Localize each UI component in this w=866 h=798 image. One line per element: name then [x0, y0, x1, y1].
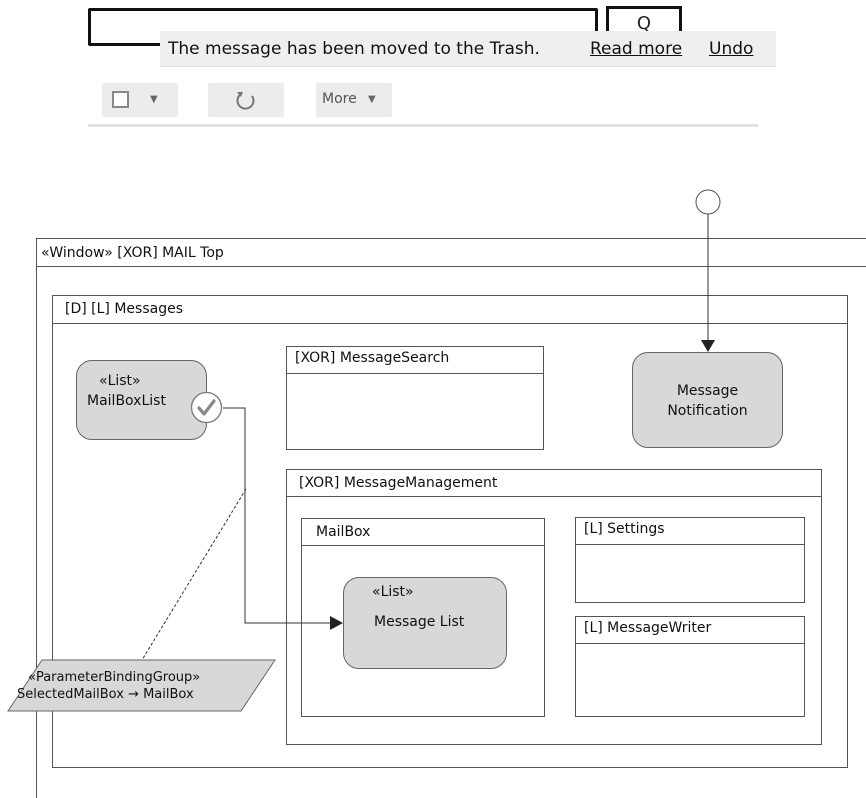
- settings-container: [L] Settings: [575, 517, 805, 603]
- messages-title-divider: [53, 323, 847, 324]
- message-writer-divider: [576, 643, 804, 644]
- settings-title: [L] Settings: [584, 521, 665, 537]
- message-search-divider: [287, 373, 543, 374]
- more-button[interactable]: More ▼: [316, 83, 392, 117]
- mailbox-list-stereotype: «List»: [99, 373, 141, 389]
- search-icon: Q: [636, 13, 652, 34]
- start-event-icon: [695, 189, 721, 215]
- chevron-down-icon: ▼: [150, 94, 158, 105]
- message-search-container: [XOR] MessageSearch: [286, 346, 544, 450]
- more-label: More: [322, 91, 357, 107]
- message-notification-line1: Message: [676, 383, 739, 399]
- message-writer-title: [L] MessageWriter: [584, 620, 712, 636]
- message-notification-component: Message Notification: [632, 352, 783, 448]
- notification-flow-arrowhead: [701, 340, 715, 352]
- window-container: «Window» [XOR] MAIL Top: [36, 238, 866, 798]
- message-notification-line2: Notification: [667, 403, 748, 419]
- refresh-icon: [236, 92, 255, 110]
- parameter-binding-shape: [7, 659, 276, 712]
- refresh-button[interactable]: [208, 83, 284, 117]
- message-list-component: «List» Message List: [343, 577, 507, 669]
- mailbox-title: MailBox: [316, 524, 371, 540]
- chevron-down-icon: ▼: [368, 94, 376, 105]
- navigation-flow-arrowhead: [330, 616, 343, 630]
- message-search-title: [XOR] MessageSearch: [295, 350, 450, 366]
- message-list-name: Message List: [374, 614, 465, 630]
- toolbar-divider: [88, 124, 758, 127]
- messages-title: [D] [L] Messages: [65, 301, 183, 317]
- parameter-binding-mapping: SelectedMailBox → MailBox: [17, 687, 194, 702]
- trash-notification: The message has been moved to the Trash.…: [160, 31, 776, 67]
- window-title-divider: [37, 266, 866, 267]
- parameter-binding-stereotype: «ParameterBindingGroup»: [28, 670, 201, 685]
- binding-association: [141, 488, 247, 661]
- message-management-divider: [287, 496, 821, 497]
- select-dropdown-button[interactable]: ▼: [102, 83, 178, 117]
- message-list-stereotype: «List»: [372, 584, 414, 600]
- undo-link[interactable]: Undo: [709, 39, 754, 59]
- mailbox-list-component: «List» MailBoxList: [76, 360, 207, 440]
- settings-divider: [576, 544, 804, 545]
- navigation-flow: [223, 407, 330, 624]
- read-more-link[interactable]: Read more: [590, 39, 683, 59]
- selection-event-icon: [190, 391, 223, 424]
- select-all-checkbox[interactable]: [112, 91, 129, 108]
- parameter-binding-group: «ParameterBindingGroup» SelectedMailBox …: [14, 669, 264, 703]
- message-management-title: [XOR] MessageManagement: [299, 475, 498, 491]
- message-writer-container: [L] MessageWriter: [575, 616, 805, 717]
- notification-message: The message has been moved to the Trash.: [168, 39, 540, 59]
- window-title: «Window» [XOR] MAIL Top: [41, 245, 224, 261]
- mailbox-divider: [302, 545, 544, 546]
- mailbox-list-name: MailBoxList: [87, 393, 166, 409]
